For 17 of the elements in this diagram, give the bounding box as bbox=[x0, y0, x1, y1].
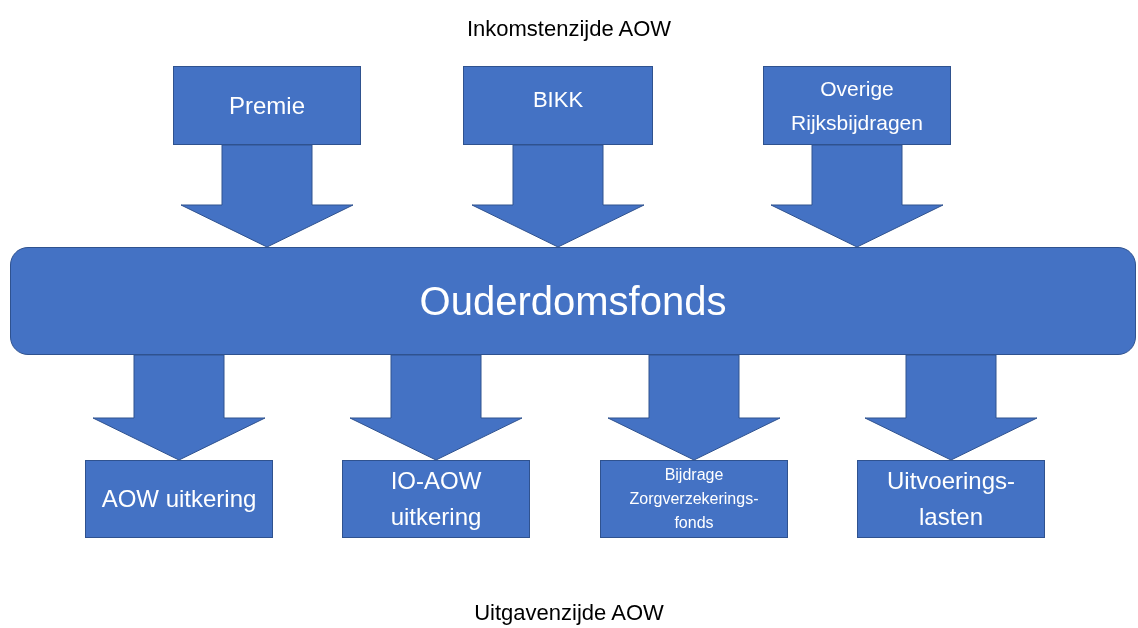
process-box: AOW uitkering bbox=[85, 460, 273, 538]
block-arrow bbox=[471, 144, 645, 248]
block-arrow bbox=[349, 354, 523, 461]
block-arrow bbox=[180, 144, 354, 248]
block-arrow bbox=[770, 144, 944, 248]
diagram-caption: Uitgavenzijde AOW bbox=[474, 599, 664, 627]
process-box: Overige Rijksbijdragen bbox=[763, 66, 951, 145]
fund-bar: Ouderdomsfonds bbox=[10, 247, 1136, 355]
block-arrow bbox=[607, 354, 781, 461]
block-arrow bbox=[864, 354, 1038, 461]
process-box: Uitvoerings- lasten bbox=[857, 460, 1045, 538]
diagram-title: Inkomstenzijde AOW bbox=[466, 15, 672, 43]
process-box: Bijdrage Zorgverzekerings- fonds bbox=[600, 460, 788, 538]
process-box: BIKK bbox=[463, 66, 653, 145]
process-box: Premie bbox=[173, 66, 361, 145]
process-box: IO-AOW uitkering bbox=[342, 460, 530, 538]
block-arrow bbox=[92, 354, 266, 461]
